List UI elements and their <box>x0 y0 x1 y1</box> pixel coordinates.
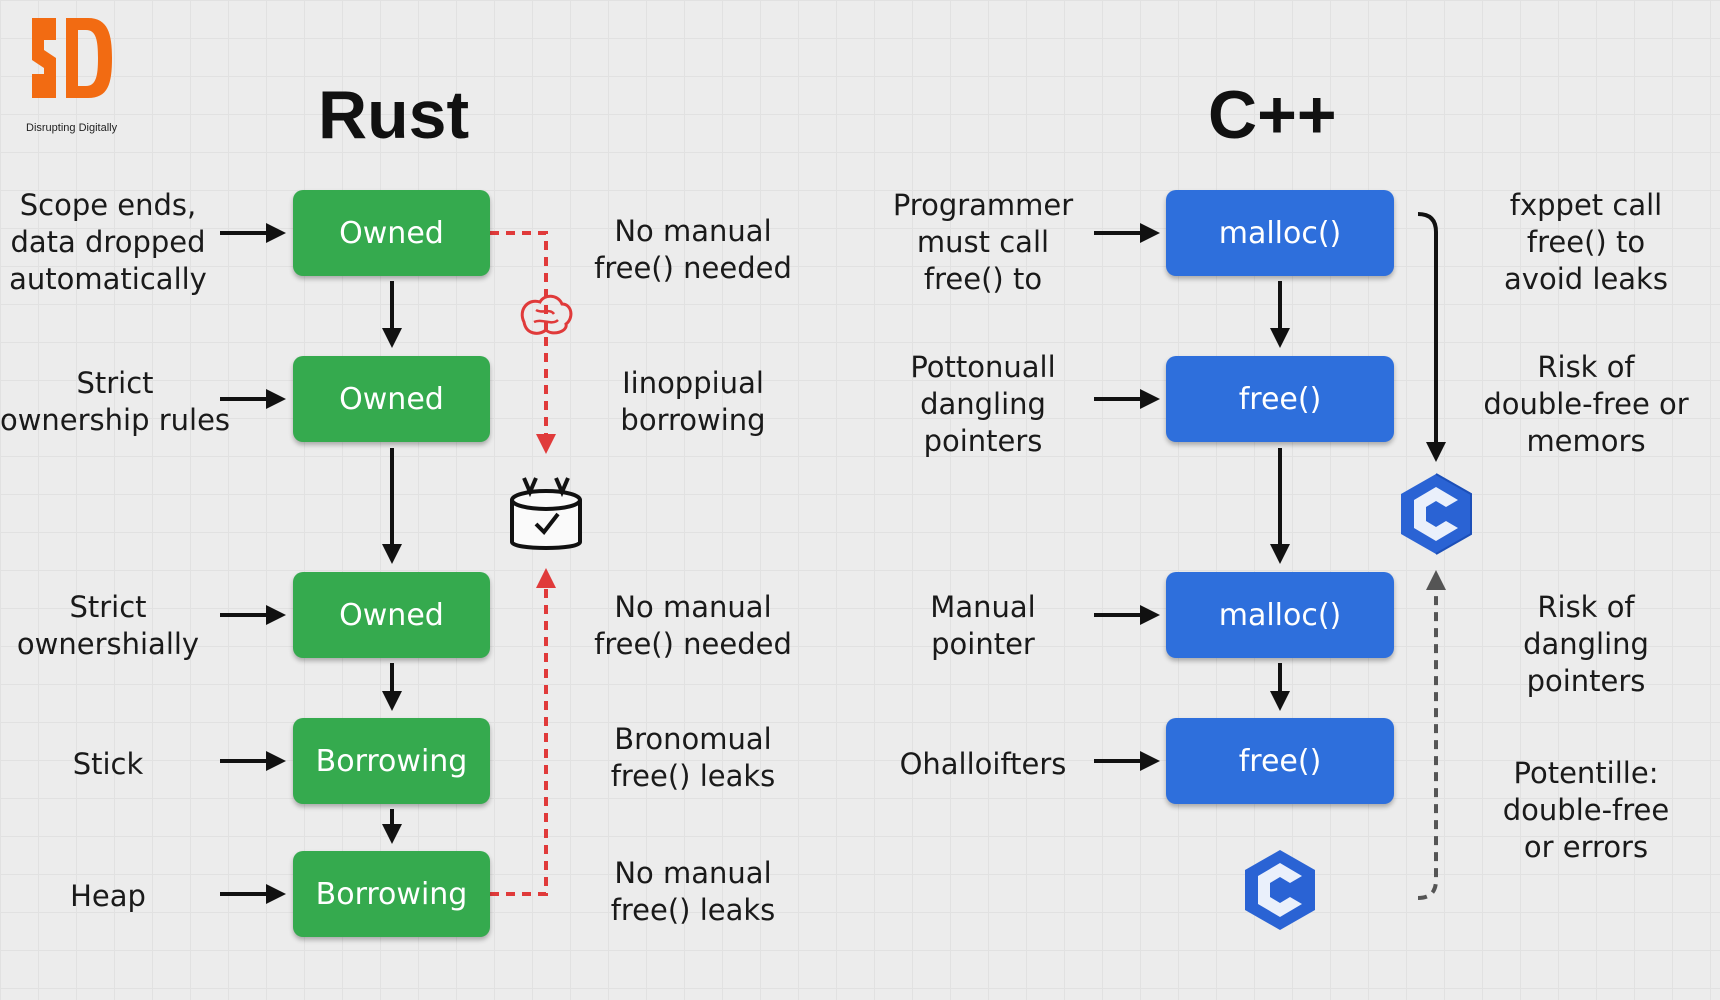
cpp-logo-icon <box>1401 473 1472 555</box>
logo-letter-s <box>32 18 56 98</box>
logo-tagline: Disrupting Digitally <box>26 122 118 134</box>
rust-dashed-path-top <box>490 231 556 454</box>
cpp-node-free-1: free() <box>1166 356 1394 442</box>
logo-letter-d <box>66 18 112 98</box>
brain-icon <box>520 294 573 335</box>
rust-dashed-path-bottom <box>490 568 556 896</box>
cpp-bracket-arrow-dashed <box>1417 570 1446 900</box>
cpp-logo-icon-bottom <box>1245 850 1315 930</box>
cpp-left-label-4: Ohalloifters <box>899 746 1067 781</box>
cpp-title: C++ <box>1208 77 1337 153</box>
rust-node-owned-3: Owned <box>293 572 490 658</box>
rust-node-borrowing-2: Borrowing <box>293 851 490 937</box>
bin-check-icon <box>510 477 582 550</box>
cpp-node-free-2: free() <box>1166 718 1394 804</box>
cpp-bracket-arrow-solid <box>1417 212 1446 462</box>
cpp-node-malloc-2: malloc() <box>1166 572 1394 658</box>
rust-node-owned-1: Owned <box>293 190 490 276</box>
company-logo <box>32 18 112 98</box>
rust-node-borrowing-1: Borrowing <box>293 718 490 804</box>
cpp-node-malloc-1: malloc() <box>1166 190 1394 276</box>
rust-left-label-5: Heap <box>70 878 146 913</box>
rust-left-label-4: Stick <box>72 746 144 781</box>
rust-node-owned-2: Owned <box>293 356 490 442</box>
rust-title: Rust <box>318 77 470 153</box>
